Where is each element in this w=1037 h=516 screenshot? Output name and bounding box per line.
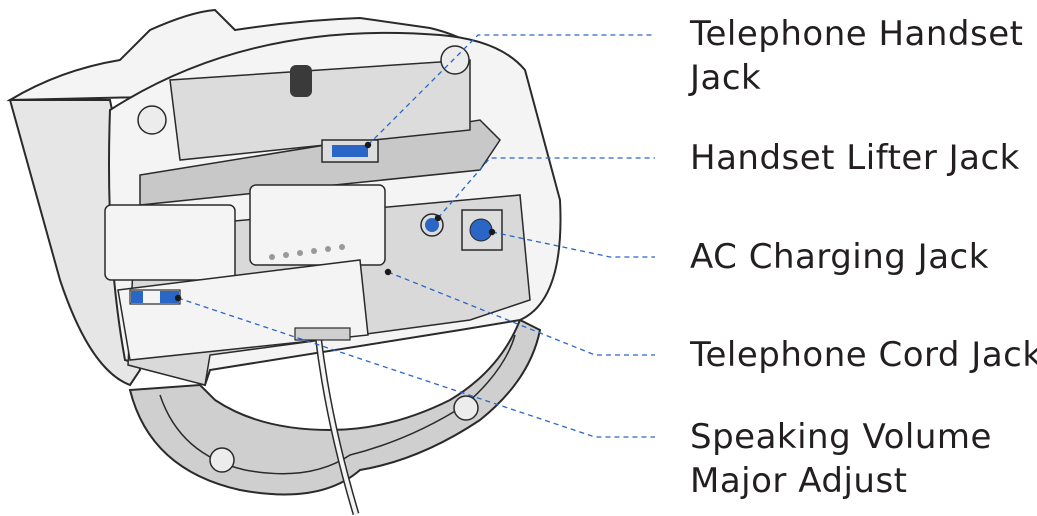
callout-line: Telephone Handset: [690, 14, 1024, 54]
hook-post: [290, 65, 312, 97]
upper-left-foot: [137, 105, 167, 135]
cord-clip: [294, 327, 351, 341]
leader-cord-jack: [387, 271, 655, 356]
lifter-jack-inner: [425, 218, 439, 232]
leader-lifter-jack: [437, 157, 655, 219]
label-plate-right: [249, 184, 386, 266]
ac-jack-port: [469, 218, 493, 242]
upper-right-foot: [440, 45, 470, 75]
cradle-back-panel: [169, 59, 471, 161]
callout-line: AC Charging Jack: [690, 237, 989, 277]
callout-telephone-cord-jack: Telephone Cord Jack: [690, 333, 1037, 377]
lower-ring: [128, 318, 542, 496]
callout-line: Handset Lifter Jack: [690, 138, 1020, 178]
callout-handset-lifter-jack: Handset Lifter Jack: [690, 136, 1020, 180]
indicator-dots: [269, 244, 345, 260]
callout-line: Jack: [690, 58, 762, 98]
volume-slider-thumb: [131, 291, 143, 303]
callout-line: Major Adjust: [690, 461, 908, 501]
ring-inner-edge: [159, 334, 516, 475]
callout-ac-charging-jack: AC Charging Jack: [690, 235, 989, 279]
callout-telephone-handset-jack: Telephone Handset Jack: [690, 12, 1023, 100]
label-plate-left: [104, 204, 236, 281]
left-side-wall: [8, 99, 142, 387]
handset-jack-port: [332, 145, 368, 157]
leader-endpoints: [174, 141, 496, 302]
lower-right-foot: [453, 395, 479, 421]
volume-slider-right: [160, 291, 179, 303]
callout-line: Telephone Cord Jack: [690, 335, 1037, 375]
leader-handset-jack: [367, 34, 655, 146]
leader-ac-jack: [491, 231, 655, 258]
callout-speaking-volume-major-adjust: Speaking Volume Major Adjust: [690, 415, 992, 503]
lower-left-foot: [209, 447, 235, 473]
callout-line: Speaking Volume: [690, 417, 992, 457]
leader-volume-adjust: [177, 297, 655, 438]
telephone-cord-highlight: [316, 334, 358, 515]
leader-lines: [177, 34, 655, 438]
